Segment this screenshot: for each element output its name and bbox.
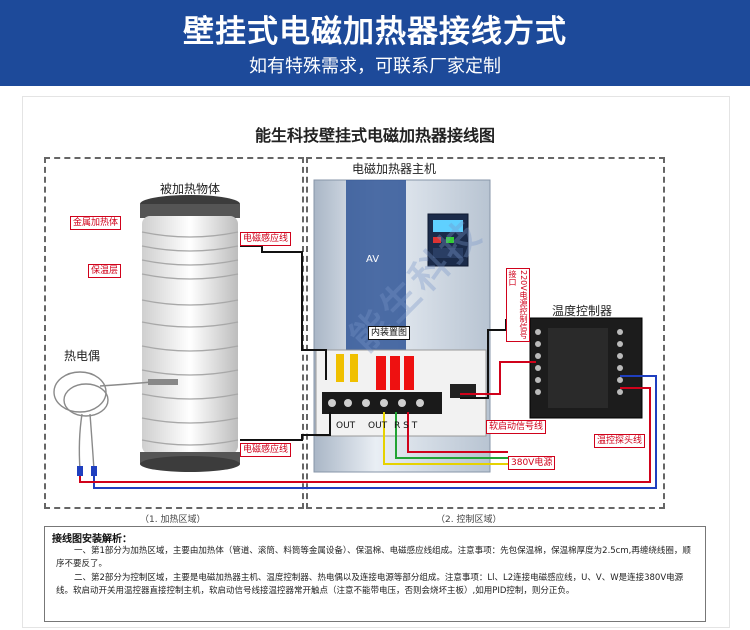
installation-notes-title: 接线图安装解析： — [52, 534, 132, 545]
metal-heater-tag: 金属加热体 — [70, 216, 122, 230]
temperature-controller-box — [529, 317, 643, 419]
heated-object-coil — [140, 195, 240, 472]
installation-note-1: 一、第1部分为加热区域，主要由加热体（管道、滚筒、料筒等金属设备）、保温棉、电磁… — [56, 546, 691, 569]
temp-controller-label: 温度控制器 — [552, 304, 613, 318]
start-signal-wire-red — [460, 361, 536, 395]
thermocouple-lead-blue-2 — [91, 466, 97, 476]
start-signal-tag: 软启动信号线 — [486, 420, 547, 434]
induction-wire-top — [240, 245, 327, 380]
header-banner — [0, 0, 750, 86]
probe-wire-blue — [93, 375, 657, 489]
terminal-out-2: OUT — [368, 421, 388, 431]
heating-area-caption: （1. 加热区域） — [140, 515, 206, 525]
induction-wire-bottom — [240, 412, 331, 441]
internal-terminal-block — [315, 349, 487, 437]
terminal-out-1: OUT — [336, 421, 356, 431]
thermocouple-cable — [53, 371, 153, 471]
installation-notes-box — [44, 526, 706, 622]
svg-text:AV: AV — [366, 254, 379, 265]
power-wire-yellow — [383, 412, 508, 465]
diagram-title: 能生科技壁挂式电磁加热器接线图 — [254, 126, 495, 145]
thermocouple-label: 热电偶 — [64, 349, 101, 363]
heater-host-label: 电磁加热器主机 — [352, 162, 437, 176]
installation-note-2: 二、第2部分为控制区域，主要是电磁加热器主机、温度控制器、热电偶以及连接电源等部… — [56, 573, 684, 596]
heated-object-label: 被加热物体 — [160, 182, 221, 196]
power-wire-red — [407, 412, 508, 453]
internal-fuse-tag: 内装置图 — [368, 326, 411, 340]
signal-220v-tag: 220V电源控制信号接口 — [506, 268, 530, 342]
thermocouple-probe — [148, 379, 178, 385]
banner-title: 壁挂式电磁加热器接线方式 — [183, 14, 567, 50]
insulation-tag: 保温层 — [88, 264, 122, 278]
induction-coil-bottom-tag: 电磁感应线 — [240, 443, 292, 457]
banner-subtitle: 如有特殊需求，可联系厂家定制 — [249, 56, 501, 77]
power-wire-green — [395, 412, 508, 459]
induction-coil-top-tag: 电磁感应线 — [240, 232, 292, 246]
control-area-panel — [306, 157, 665, 509]
temp-probe-tag: 温控探头线 — [594, 434, 646, 448]
thermocouple-lead-blue — [77, 466, 83, 476]
terminal-rst: R S T — [394, 421, 418, 431]
control-area-caption: （2. 控制区域） — [436, 515, 502, 525]
power-380v-tag: 380V电源 — [508, 456, 556, 470]
probe-wire-red — [79, 387, 651, 483]
